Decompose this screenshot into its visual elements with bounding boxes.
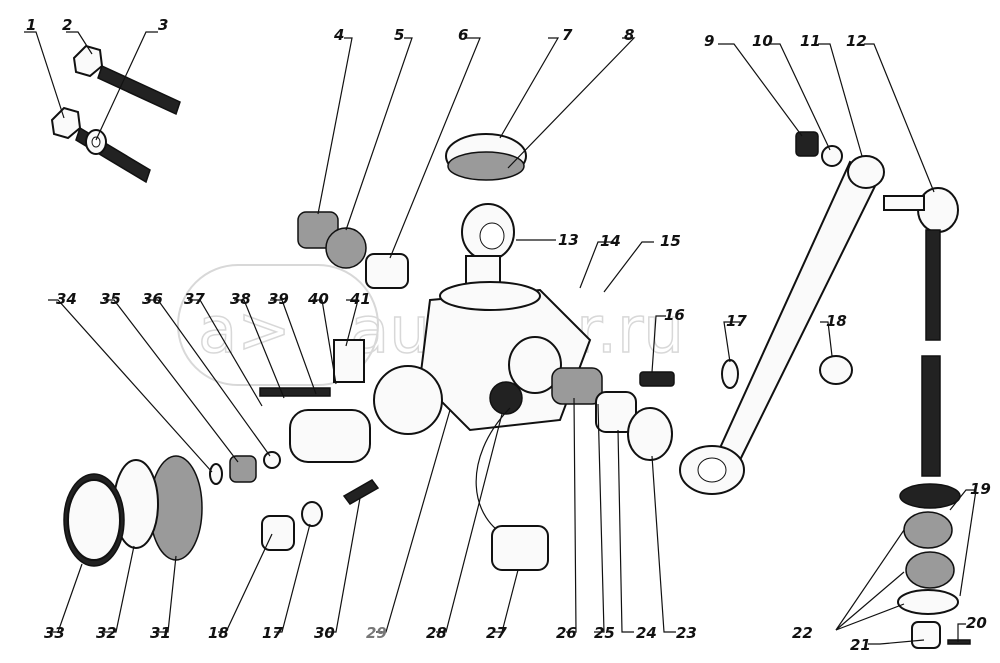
label-4: 4	[333, 26, 344, 44]
label-1: 1	[26, 16, 36, 34]
label-17-right: 17	[726, 312, 747, 330]
label-19: 19	[970, 480, 991, 498]
label-15: 15	[660, 232, 681, 250]
watermark-logo: a>	[198, 294, 291, 368]
label-13: 13	[558, 231, 579, 249]
label-6: 6	[458, 26, 468, 44]
valve-body-29	[373, 281, 592, 435]
label-8: 8	[624, 26, 634, 44]
label-17-left: 17	[262, 624, 283, 642]
label-35: 35	[100, 290, 121, 308]
label-7: 7	[562, 26, 573, 44]
nut-9	[795, 131, 819, 157]
label-31: 31	[150, 624, 171, 642]
hose-27	[475, 407, 549, 571]
label-23: 23	[676, 624, 697, 642]
label-21: 21	[850, 636, 871, 654]
label-22: 22	[792, 624, 813, 642]
leader-lines	[24, 31, 977, 645]
nut-18-right	[819, 355, 853, 385]
lever-11	[679, 155, 885, 495]
label-18-right: 18	[826, 312, 847, 330]
link-12	[883, 187, 959, 477]
callout-labels: 1 2 3 4 5 6 7 8 9 10 11 12 13 14 15 16 1…	[26, 16, 991, 654]
label-26: 26	[556, 624, 577, 642]
label-25: 25	[594, 624, 615, 642]
ring-17-left	[301, 501, 323, 527]
ring-17-right	[721, 359, 739, 389]
label-16: 16	[664, 306, 685, 324]
bushing-6	[365, 253, 409, 289]
spring-34-36	[209, 451, 281, 485]
shaft-23-26	[551, 367, 673, 461]
label-28: 28	[426, 624, 447, 642]
label-27: 27	[486, 624, 507, 642]
cover-31-33	[63, 455, 203, 567]
bolt-30	[342, 479, 380, 505]
label-18-left: 18	[208, 624, 229, 642]
cushion-19-22	[897, 483, 971, 649]
label-34: 34	[56, 290, 77, 308]
label-33: 33	[44, 624, 65, 642]
label-39: 39	[268, 290, 289, 308]
piston-assembly-37-41	[259, 339, 371, 463]
label-36: 36	[142, 290, 163, 308]
felt-5	[325, 227, 367, 269]
label-10: 10	[752, 32, 773, 50]
bolt-2	[72, 44, 181, 116]
nut-18-left	[261, 515, 295, 551]
label-14: 14	[600, 232, 621, 250]
label-41: 41	[349, 290, 371, 308]
label-5: 5	[394, 26, 404, 44]
washer-10	[821, 145, 843, 167]
label-30: 30	[314, 624, 335, 642]
label-12: 12	[846, 32, 867, 50]
label-37: 37	[184, 290, 205, 308]
label-40: 40	[307, 290, 329, 308]
label-3: 3	[158, 16, 168, 34]
label-32: 32	[96, 624, 117, 642]
label-20: 20	[966, 614, 987, 632]
label-11: 11	[800, 32, 821, 50]
label-9: 9	[704, 32, 714, 50]
cap-7-8	[445, 133, 527, 181]
washer-3	[85, 129, 107, 155]
label-29: 29	[366, 624, 387, 642]
label-24: 24	[636, 624, 657, 642]
label-2: 2	[62, 16, 72, 34]
label-38: 38	[230, 290, 251, 308]
plug-16	[639, 371, 675, 387]
